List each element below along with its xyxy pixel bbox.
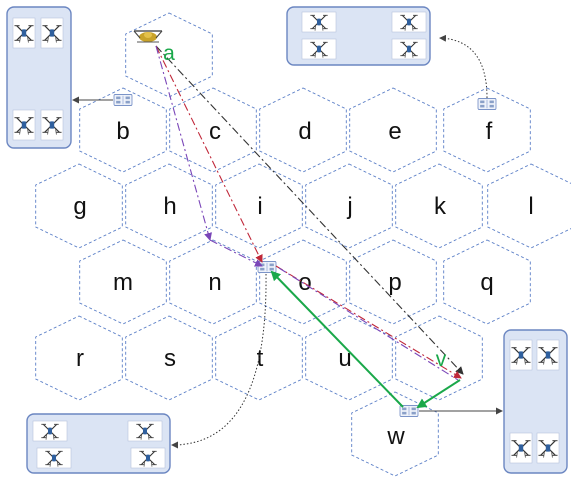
cell-label-w: w xyxy=(386,423,405,450)
hex-cell-k xyxy=(395,163,483,249)
cell-label-m: m xyxy=(113,269,133,296)
depot-connectors xyxy=(72,34,503,449)
flight-paths xyxy=(155,45,464,409)
cell-label-q: q xyxy=(480,269,493,296)
cell-label-f: f xyxy=(486,118,493,145)
charging-station-icon xyxy=(257,261,277,273)
node-label-v: v xyxy=(436,348,447,371)
hex-cell-q xyxy=(443,239,531,325)
cell-label-u: u xyxy=(338,345,351,372)
drone-depot-icon xyxy=(286,6,431,66)
charging-station-icon xyxy=(477,98,497,110)
hex-cell-s xyxy=(125,315,213,401)
cell-labels: b c d e f g h i j k l m n o p q r s t u … xyxy=(73,118,533,450)
cell-label-h: h xyxy=(163,193,176,220)
cell-label-i: i xyxy=(257,193,262,220)
charging-station-icon xyxy=(113,94,133,106)
hex-cell-v xyxy=(395,315,483,401)
drone-depot-icon xyxy=(26,413,171,474)
cell-label-k: k xyxy=(434,193,447,220)
cell-label-s: s xyxy=(164,345,176,372)
hex-cell-r xyxy=(35,315,123,401)
hex-cell-p xyxy=(349,239,437,325)
cell-label-e: e xyxy=(388,118,401,145)
cell-label-d: d xyxy=(298,118,311,145)
hex-cell-n xyxy=(169,239,257,325)
cell-label-r: r xyxy=(76,345,84,372)
hex-cell-i xyxy=(215,163,303,249)
cell-label-c: c xyxy=(209,118,221,145)
cell-label-p: p xyxy=(388,269,401,296)
drone-icon xyxy=(133,30,163,43)
drone-depot-icon xyxy=(503,329,568,474)
hex-cell-d xyxy=(259,87,347,173)
hex-cell-g xyxy=(35,163,123,249)
cell-label-l: l xyxy=(528,193,533,220)
hex-cell-l xyxy=(487,163,571,249)
hex-cell-e xyxy=(349,87,437,173)
cell-label-j: j xyxy=(346,193,352,220)
hex-cell-m xyxy=(79,239,167,325)
hex-cell-h xyxy=(125,163,213,249)
hex-grid xyxy=(35,12,571,477)
cell-label-o: o xyxy=(298,269,311,296)
hex-cell-f xyxy=(443,87,531,173)
hex-cell-u xyxy=(305,315,393,401)
cell-label-t: t xyxy=(257,345,264,372)
cell-label-b: b xyxy=(116,118,129,145)
node-label-a: a xyxy=(163,42,175,65)
drone-depot-icon xyxy=(6,6,72,149)
hex-cell-j xyxy=(305,163,393,249)
hex-cell-b xyxy=(79,87,167,173)
hex-cell-c xyxy=(169,87,257,173)
cell-label-n: n xyxy=(208,269,221,296)
cell-label-g: g xyxy=(73,193,86,220)
